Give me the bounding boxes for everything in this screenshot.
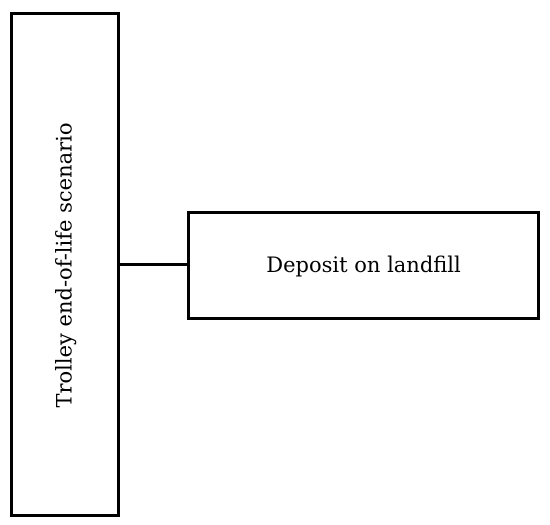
root-node-label: Trolley end-of-life scenario: [52, 121, 77, 408]
root-node-box: Trolley end-of-life scenario: [10, 12, 120, 517]
child-node-box: Deposit on landfill: [187, 211, 540, 320]
child-node-label: Deposit on landfill: [266, 253, 461, 277]
connector-line: [119, 263, 189, 266]
